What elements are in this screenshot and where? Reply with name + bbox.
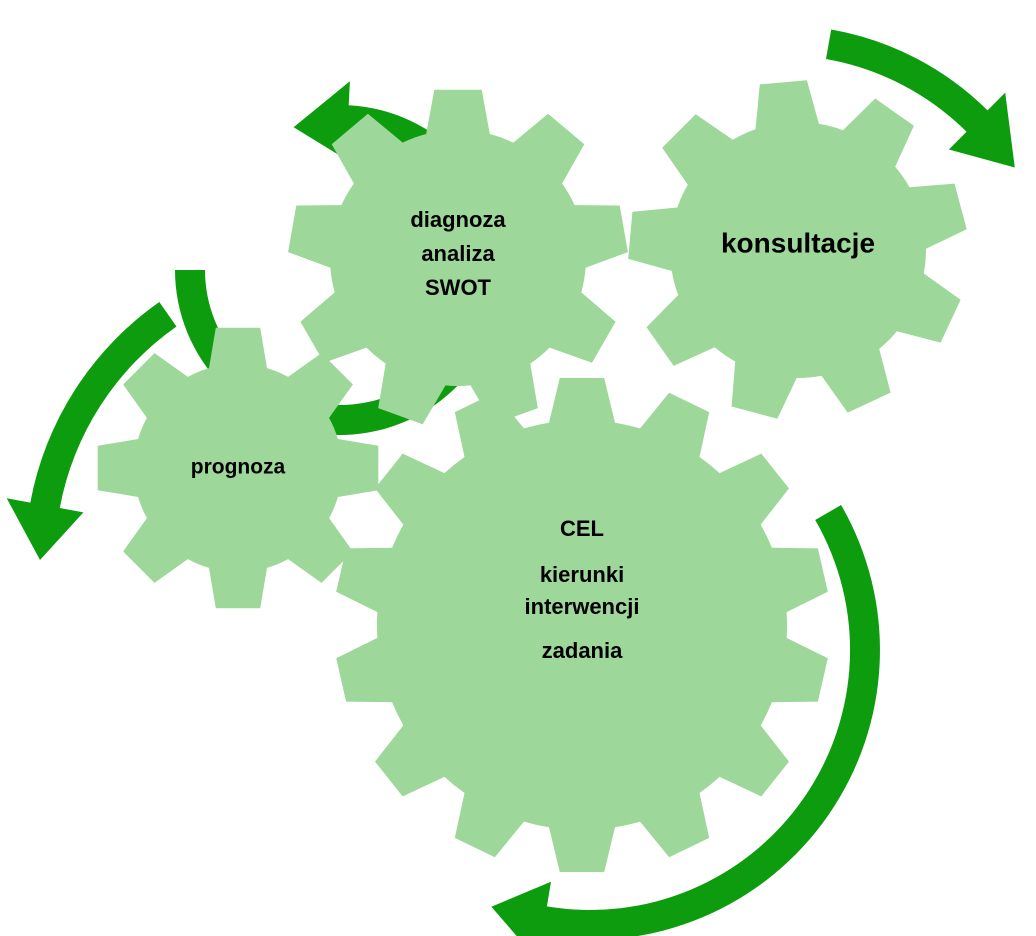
gear-diagnoza-label-1: diagnoza [410, 207, 506, 232]
gear-cel-label-4: zadania [542, 638, 623, 663]
arrow-bottom-right [491, 505, 880, 936]
gear-diagnoza-label-3: SWOT [425, 275, 492, 300]
gear-konsultacje-shape [628, 80, 967, 419]
gear-konsultacje: konsultacje [628, 80, 967, 419]
gear-diagnoza-shape [288, 89, 628, 425]
gear-cel: CEL kierunki interwencji zadania [336, 378, 828, 872]
gear-cel-label-1: CEL [560, 516, 604, 541]
gear-prognoza-label-1: prognoza [191, 456, 286, 479]
gear-cel-label-2: kierunki [540, 562, 624, 587]
arrow-top-right [826, 29, 1015, 168]
gears-layer: CEL kierunki interwencji zadania prognoza dia… [97, 80, 967, 872]
arrow-left [6, 302, 177, 560]
gear-diagnoza-label-2: analiza [421, 241, 495, 266]
gear-prognoza-shape [97, 327, 379, 609]
gear-cel-label-3: interwencji [525, 594, 640, 619]
gear-prognoza: prognoza [97, 327, 379, 609]
gear-cel-shape [336, 378, 828, 872]
gear-konsultacje-label-1: konsultacje [721, 227, 875, 258]
